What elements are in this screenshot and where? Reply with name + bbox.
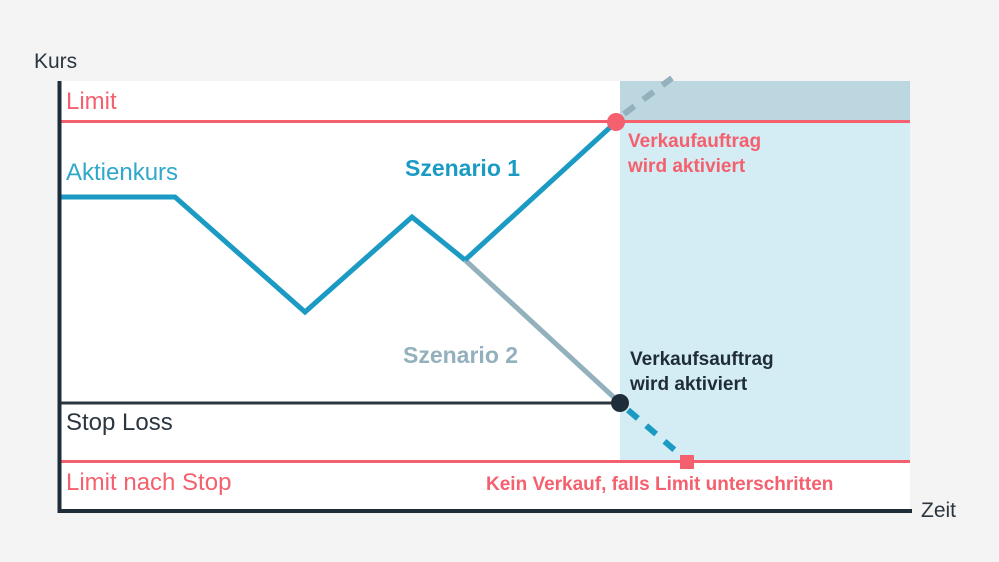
szenario-2-dashed-continuation (626, 407, 686, 461)
szenario-1-label: Szenario 1 (405, 155, 521, 181)
sell-order-activated-red-annotation: Verkaufauftrag wird aktiviert (628, 130, 761, 179)
x-axis-title: Zeit (921, 499, 957, 522)
sell-order-dark-line-2: wird aktiviert (630, 373, 748, 395)
shade-region-upper (620, 81, 910, 122)
szenario-1-dashed-continuation (622, 75, 674, 117)
szenario-1-path (463, 120, 618, 262)
szenario-2-label: Szenario 2 (403, 342, 519, 368)
limit-nach-stop-label: Limit nach Stop (66, 469, 232, 496)
aktienkurs-path (60, 194, 467, 316)
limit-trigger-marker (607, 113, 625, 131)
no-sale-annotation: Kein Verkauf, falls Limit unterschritten (486, 474, 834, 495)
limit-label: Limit (66, 88, 117, 115)
shade-region-lower (620, 122, 910, 461)
sell-order-dark-line-1: Verkaufsauftrag (630, 349, 774, 370)
aktienkurs-label: Aktienkurs (66, 159, 179, 186)
stop-loss-label: Stop Loss (66, 409, 173, 436)
sell-order-activated-dark-annotation: Verkaufsauftrag wird aktiviert (630, 348, 774, 397)
limit-breach-marker (680, 455, 694, 469)
y-axis-title: Kurs (34, 50, 78, 73)
sell-order-red-line-1: Verkaufauftrag (628, 131, 762, 152)
szenario-2-path (463, 258, 622, 405)
sell-order-red-line-2: wird aktiviert (628, 155, 746, 177)
stop-loss-trigger-marker (611, 394, 629, 412)
